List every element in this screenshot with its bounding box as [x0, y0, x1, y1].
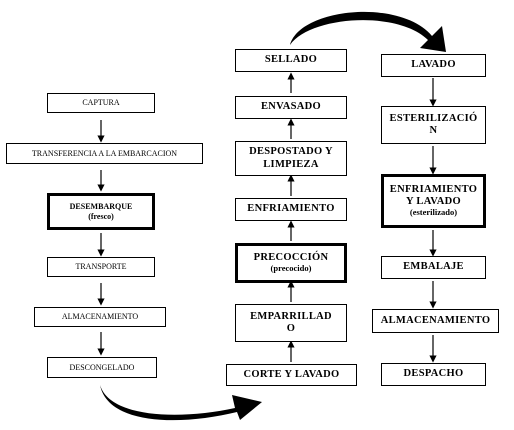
step-sellado: SELLADO — [235, 49, 347, 72]
step-transporte: TRANSPORTE — [47, 257, 155, 277]
step-almacenamiento-left-label: ALMACENAMIENTO — [61, 312, 139, 322]
step-desembarque: DESEMBARQUE (fresco) — [47, 193, 155, 230]
step-esterilizacion-label-1: ESTERILIZACIÓ — [389, 112, 478, 124]
step-captura-label: CAPTURA — [82, 98, 120, 108]
step-desembarque-sub: (fresco) — [88, 211, 114, 221]
step-corte-label: CORTE Y LAVADO — [243, 368, 340, 380]
step-esterilizacion: ESTERILIZACIÓ N — [381, 106, 486, 144]
step-emparrillado-label-1: EMPARRILLAD — [250, 310, 332, 322]
step-enfriamiento-lavado-sub: (esterilizado) — [409, 207, 458, 218]
step-transferencia: TRANSFERENCIA A LA EMBARCACION — [6, 143, 203, 164]
step-descongelado-label: DESCONGELADO — [69, 362, 135, 372]
step-precoccion: PRECOCCIÓN (precocido) — [235, 243, 347, 283]
step-almacenamiento-right-label: ALMACENAMIENTO — [380, 314, 491, 326]
step-captura: CAPTURA — [47, 93, 155, 113]
step-precoccion-label: PRECOCCIÓN — [253, 252, 329, 264]
step-enfriamiento-mid: ENFRIAMIENTO — [235, 198, 347, 221]
step-despacho: DESPACHO — [381, 363, 486, 386]
step-enfriamiento-lavado: ENFRIAMIENTO Y LAVADO (esterilizado) — [381, 174, 486, 228]
step-lavado-label: LAVADO — [411, 59, 456, 71]
step-despostado: DESPOSTADO Y LIMPIEZA — [235, 141, 347, 176]
step-sellado-label: SELLADO — [264, 54, 318, 66]
step-desembarque-label: DESEMBARQUE — [69, 202, 133, 212]
step-almacenamiento-left: ALMACENAMIENTO — [34, 307, 166, 327]
step-corte: CORTE Y LAVADO — [226, 364, 357, 386]
curved-arrow-top — [290, 11, 446, 52]
step-emparrillado: EMPARRILLAD O — [235, 304, 347, 342]
step-precoccion-sub: (precocido) — [270, 263, 312, 274]
step-enfriamiento-lavado-label-2: Y LAVADO — [405, 196, 461, 208]
step-descongelado: DESCONGELADO — [47, 357, 157, 378]
curved-arrow-bottom — [100, 385, 262, 421]
step-embalaje: EMBALAJE — [381, 256, 486, 279]
step-almacenamiento-right: ALMACENAMIENTO — [372, 309, 499, 333]
step-despacho-label: DESPACHO — [403, 368, 464, 380]
step-envasado-label: ENVASADO — [261, 101, 321, 113]
step-despostado-label-1: DESPOSTADO Y — [249, 146, 333, 158]
step-transporte-label: TRANSPORTE — [75, 262, 127, 272]
step-emparrillado-label-2: O — [286, 323, 296, 334]
step-embalaje-label: EMBALAJE — [403, 261, 464, 273]
step-enfriamiento-lavado-label-1: ENFRIAMIENTO — [389, 184, 478, 196]
step-lavado: LAVADO — [381, 54, 486, 77]
step-enfriamiento-mid-label: ENFRIAMIENTO — [247, 203, 335, 215]
step-despostado-label-2: LIMPIEZA — [263, 158, 319, 170]
step-esterilizacion-label-2: N — [429, 125, 438, 136]
step-transferencia-label: TRANSFERENCIA A LA EMBARCACION — [31, 148, 178, 158]
step-envasado: ENVASADO — [235, 96, 347, 119]
